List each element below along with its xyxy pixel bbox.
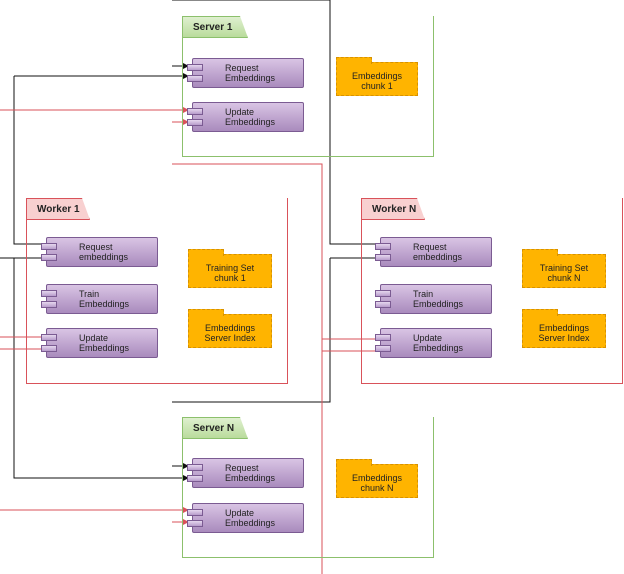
worker-n-request-embeddings[interactable]: Request embeddings [375,237,492,267]
worker-1-update-embeddings[interactable]: Update Embeddings [41,328,158,358]
server-n-update-embeddings[interactable]: Update Embeddings [187,503,304,533]
server-1-request-embeddings[interactable]: Request Embeddings [187,58,304,88]
server-n-embeddings-chunk: Embeddings chunk N [336,459,418,498]
worker-1-training-set-chunk: Training Set chunk 1 [188,249,272,288]
server-n-request-embeddings[interactable]: Request Embeddings [187,458,304,488]
worker-n-update-embeddings[interactable]: Update Embeddings [375,328,492,358]
worker-1-train-embeddings[interactable]: Train Embeddings [41,284,158,314]
worker-n-train-embeddings[interactable]: Train Embeddings [375,284,492,314]
server-1-update-embeddings[interactable]: Update Embeddings [187,102,304,132]
worker-n-title: Worker N [361,198,425,220]
server-n-frame [182,417,434,558]
worker-1-title: Worker 1 [26,198,90,220]
worker-1-frame [26,198,288,384]
worker-n-frame [361,198,623,384]
server-1-embeddings-chunk: Embeddings chunk 1 [336,57,418,96]
request-lines [0,0,380,481]
server-n-title: Server N [182,417,248,439]
worker-1-embeddings-server-index: Embeddings Server Index [188,309,272,348]
worker-n-embeddings-server-index: Embeddings Server Index [522,309,606,348]
server-1-frame [182,16,434,157]
update-lines [0,107,380,574]
worker-n-training-set-chunk: Training Set chunk N [522,249,606,288]
server-1-title: Server 1 [182,16,248,38]
worker-1-request-embeddings[interactable]: Request embeddings [41,237,158,267]
